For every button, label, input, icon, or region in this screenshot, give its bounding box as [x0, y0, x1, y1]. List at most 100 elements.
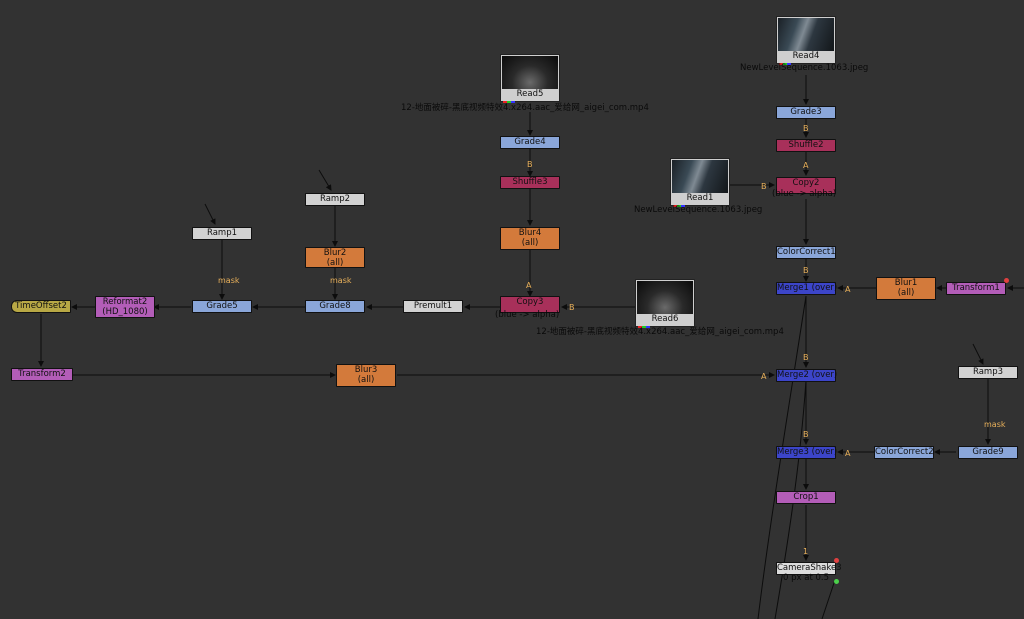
node-label: Blur2	[323, 248, 347, 258]
node-label: Ramp1	[206, 228, 237, 238]
node-reformat2[interactable]: Reformat2 (HD_1080)	[95, 296, 155, 318]
node-merge1[interactable]: Merge1 (over)	[776, 282, 838, 295]
node-sublabel: (all)	[357, 375, 375, 385]
node-label: Grade8	[319, 301, 351, 311]
node-grade4[interactable]: Grade4	[500, 136, 560, 149]
node-label: TimeOffset2	[15, 301, 67, 311]
node-label: CameraShake3	[777, 563, 842, 573]
node-ramp1[interactable]: Ramp1	[192, 227, 252, 240]
transform1-handle-icon[interactable]	[1004, 278, 1009, 283]
edge-label-mask: mask	[218, 276, 240, 285]
node-camerashake3[interactable]: CameraShake3	[776, 562, 842, 575]
node-label: Merge2 (over)	[777, 370, 838, 380]
node-label: Ramp2	[319, 194, 350, 204]
node-label: Grade4	[514, 137, 546, 147]
edge-label-b: B	[803, 353, 809, 362]
read1-thumbnail	[672, 160, 728, 193]
copy2-sublabel: (blue -> alpha)	[772, 189, 837, 199]
node-transform2[interactable]: Transform2	[11, 368, 73, 381]
node-label: Read1	[686, 193, 714, 203]
camerashake3-sublabel: 0 px at 0.5	[783, 573, 829, 583]
camerashake3-handle-icon[interactable]	[834, 558, 839, 563]
edge-label-mask: mask	[984, 420, 1006, 429]
node-merge2[interactable]: Merge2 (over)	[776, 369, 838, 382]
edge-label-b: B	[761, 182, 767, 191]
node-ramp3[interactable]: Ramp3	[958, 366, 1018, 379]
node-read5[interactable]: Read5	[500, 54, 560, 103]
node-label: Read4	[792, 51, 820, 61]
edge-label-a: A	[526, 281, 532, 290]
node-label: Merge3 (over)	[777, 447, 838, 457]
node-ramp2[interactable]: Ramp2	[305, 193, 365, 206]
read6-file-path: 12-地面被碎-黑底视频特效4.x264.aac_爱给网_aigei_com.m…	[536, 327, 784, 337]
node-label: Shuffle3	[512, 177, 548, 187]
edge-label-one: 1	[803, 547, 809, 556]
node-grade3[interactable]: Grade3	[776, 106, 836, 119]
node-transform1[interactable]: Transform1	[946, 282, 1006, 295]
node-label: Blur1	[894, 278, 918, 288]
edge-label-a: A	[845, 285, 851, 294]
edge-label-a: A	[845, 449, 851, 458]
node-label: Shuffle2	[788, 140, 824, 150]
edge-label-a: A	[761, 372, 767, 381]
read5-file-path: 12-地面被碎-黑底视频特效4.x264.aac_爱给网_aigei_com.m…	[401, 103, 649, 113]
node-blur3[interactable]: Blur3 (all)	[336, 364, 396, 387]
node-premult1[interactable]: Premult1	[403, 300, 463, 313]
channel-indicator	[673, 205, 685, 207]
node-shuffle2[interactable]: Shuffle2	[776, 139, 836, 152]
node-grade9[interactable]: Grade9	[958, 446, 1018, 459]
channel-indicator	[503, 101, 515, 103]
node-label: Reformat2	[102, 297, 148, 307]
node-label: Copy3	[516, 297, 544, 307]
node-label: Transform2	[18, 369, 66, 379]
node-timeoffset2[interactable]: TimeOffset2	[11, 300, 71, 313]
read5-thumbnail	[502, 56, 558, 89]
node-label: Read6	[651, 314, 679, 324]
node-label: Crop1	[793, 492, 819, 502]
node-colorcorrect1[interactable]: ColorCorrect1	[776, 246, 836, 259]
channel-indicator	[779, 63, 791, 65]
node-label: Grade9	[972, 447, 1004, 457]
node-label: Grade5	[206, 301, 238, 311]
node-colorcorrect2[interactable]: ColorCorrect2	[874, 446, 934, 459]
node-label: Blur4	[518, 228, 542, 238]
node-blur1[interactable]: Blur1 (all)	[876, 277, 936, 300]
camerashake3-output-icon[interactable]	[834, 579, 839, 584]
node-sublabel: (all)	[521, 238, 539, 248]
node-grade5[interactable]: Grade5	[192, 300, 252, 313]
node-crop1[interactable]: Crop1	[776, 491, 836, 504]
node-blur4[interactable]: Blur4 (all)	[500, 227, 560, 250]
copy3-sublabel: (blue -> alpha)	[495, 310, 560, 320]
read6-thumbnail	[637, 281, 693, 314]
node-sublabel: (HD_1080)	[102, 307, 148, 317]
read1-file-path: NewLevelSequence.1063.jpeg	[634, 205, 763, 215]
node-shuffle3[interactable]: Shuffle3	[500, 176, 560, 189]
edge-label-a: A	[803, 161, 809, 170]
node-label: Merge1 (over)	[777, 283, 838, 293]
edge-label-b: B	[803, 430, 809, 439]
read4-file-path: NewLevelSequence.1063.jpeg	[740, 63, 869, 73]
node-copy2[interactable]: Copy2	[776, 177, 836, 194]
node-copy3[interactable]: Copy3	[500, 296, 560, 313]
node-blur2[interactable]: Blur2 (all)	[305, 247, 365, 268]
node-merge3[interactable]: Merge3 (over)	[776, 446, 838, 459]
node-read4[interactable]: Read4	[776, 16, 836, 65]
node-label: Blur3	[354, 365, 378, 375]
node-grade8[interactable]: Grade8	[305, 300, 365, 313]
node-sublabel: (all)	[897, 288, 915, 298]
node-read6[interactable]: Read6	[635, 279, 695, 328]
edge-label-b: B	[803, 266, 809, 275]
node-label: Ramp3	[972, 367, 1003, 377]
edge-label-b: B	[527, 160, 533, 169]
edge-label-b: B	[569, 303, 575, 312]
node-label: Read5	[516, 89, 544, 99]
node-label: Copy2	[792, 178, 820, 188]
node-read1[interactable]: Read1	[670, 158, 730, 207]
node-sublabel: (all)	[326, 258, 344, 268]
node-label: Grade3	[790, 107, 822, 117]
node-label: ColorCorrect1	[777, 247, 836, 257]
edge-label-b: B	[803, 124, 809, 133]
node-label: Transform1	[952, 283, 1000, 293]
